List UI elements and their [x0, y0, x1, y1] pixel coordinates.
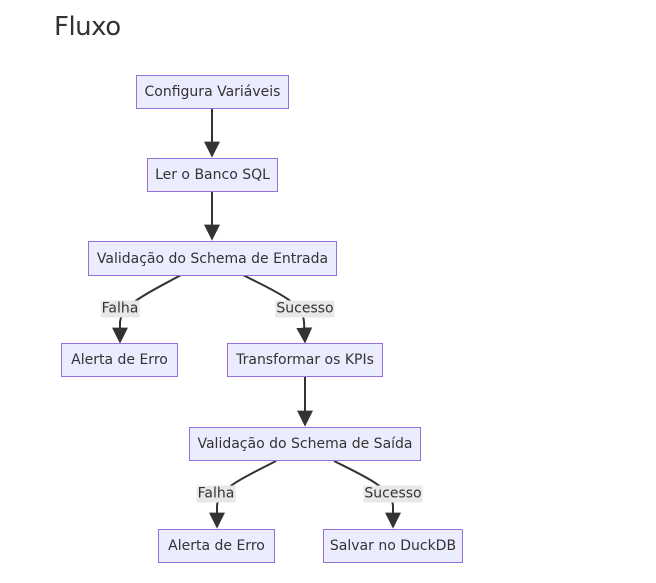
node-configura-variaveis: Configura Variáveis: [136, 75, 289, 109]
edge-falha1: [112, 274, 182, 344]
node-alerta-erro-2: Alerta de Erro: [158, 529, 275, 563]
edge-label-sucesso-2: Sucesso: [363, 485, 423, 503]
edge-sucesso1: [242, 274, 313, 344]
node-ler-banco-sql: Ler o Banco SQL: [147, 158, 278, 192]
node-salvar-duckdb: Salvar no DuckDB: [323, 529, 463, 563]
node-transformar-kpis: Transformar os KPIs: [227, 343, 383, 377]
node-validacao-schema-saida: Validação do Schema de Saída: [189, 427, 421, 461]
node-alerta-erro-1: Alerta de Erro: [61, 343, 178, 377]
node-validacao-schema-entrada: Validação do Schema de Entrada: [88, 241, 337, 276]
edge-falha2: [209, 460, 277, 529]
diagram-title: Fluxo: [54, 12, 121, 42]
edge-label-falha-2: Falha: [196, 485, 236, 503]
edge-label-sucesso-1: Sucesso: [275, 300, 335, 318]
edge-label-falha-1: Falha: [100, 300, 140, 318]
edge-sucesso2: [333, 460, 401, 529]
